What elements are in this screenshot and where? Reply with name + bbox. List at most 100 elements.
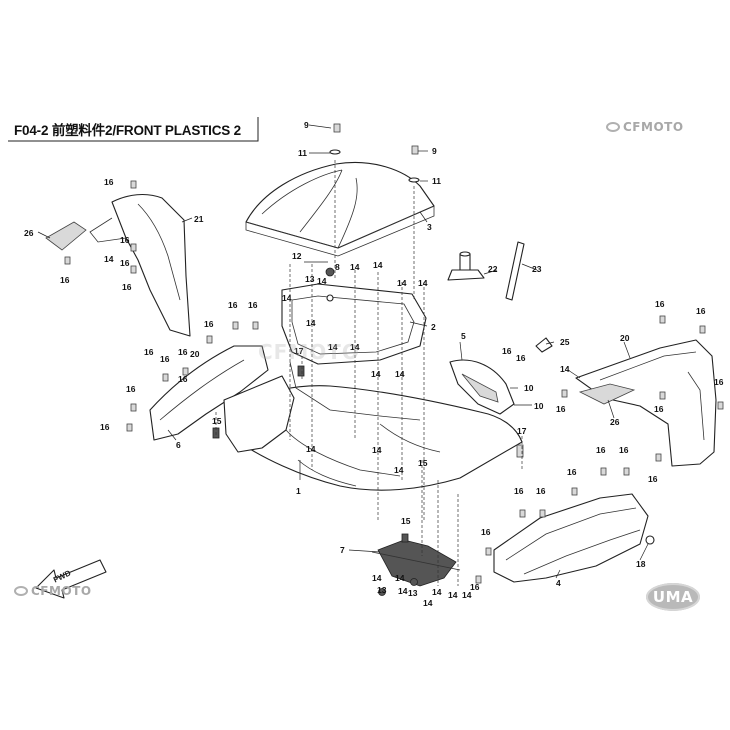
- part-plug-22: [447, 251, 485, 281]
- callout-16: 16: [248, 300, 258, 310]
- fasteners: [64, 123, 724, 596]
- part-right-fender-5: [493, 493, 649, 583]
- callout-11: 11: [432, 176, 441, 186]
- callout-13: 14: [372, 445, 382, 455]
- brand-logo-bottom: CFMOTO: [14, 584, 92, 598]
- callout-9: 9: [432, 146, 437, 156]
- callout-16: 16: [481, 527, 491, 537]
- brand-logo-bottom-text: CFMOTO: [31, 584, 92, 598]
- callout-14: 15: [401, 516, 411, 526]
- callout-24: 25: [560, 337, 570, 347]
- callout-11: 11: [298, 148, 307, 158]
- callout-18: 17: [294, 346, 304, 356]
- callout-13: 14: [394, 465, 404, 475]
- callout-12: 12: [292, 251, 302, 261]
- callout-16: 16: [567, 467, 577, 477]
- callout-13: 14: [397, 278, 407, 288]
- part-clip-24: [535, 337, 553, 353]
- cfmoto-logo-icon: [606, 122, 620, 132]
- callout-20: 20: [190, 349, 200, 359]
- callout-21: 21: [194, 214, 204, 224]
- callout-13: 14: [432, 587, 442, 597]
- callout-13: 14: [306, 318, 316, 328]
- callout-15: 13: [408, 588, 418, 598]
- brand-logo-top: CFMOTO: [606, 120, 684, 134]
- callout-20: 20: [620, 333, 630, 343]
- callout-1: 1: [296, 486, 301, 496]
- callout-16: 16: [514, 486, 524, 496]
- callout-16: 16: [648, 474, 658, 484]
- callout-16: 16: [536, 486, 546, 496]
- callout-16: 16: [714, 377, 724, 387]
- callout-13: 14: [350, 262, 360, 272]
- callout-16: 16: [204, 319, 214, 329]
- callout-22: 22: [488, 264, 498, 274]
- callout-16: 16: [100, 422, 110, 432]
- callout-13: 14: [423, 598, 433, 608]
- callout-5: 4: [556, 578, 561, 588]
- callout-13: 14: [395, 369, 405, 379]
- callout-16: 16: [696, 306, 706, 316]
- callout-16: 16: [122, 282, 132, 292]
- callout-18: 17: [517, 426, 527, 436]
- callout-13: 14: [462, 590, 472, 600]
- cfmoto-logo-icon: [14, 586, 28, 596]
- callout-23: 23: [532, 264, 542, 274]
- brand-logo-top-text: CFMOTO: [623, 120, 684, 134]
- callout-14: 15: [212, 416, 222, 426]
- callout-13: 14: [372, 573, 382, 583]
- callout-19: 18: [636, 559, 646, 569]
- center-watermark: CFMOTO: [258, 340, 360, 364]
- callout-13: 14: [282, 293, 292, 303]
- assembly-lines: [215, 160, 523, 586]
- callout-8: 8: [335, 262, 340, 272]
- callout-16: 16: [160, 354, 170, 364]
- part-left-side-cover-21: [45, 193, 191, 337]
- callout-25: 26: [610, 417, 620, 427]
- callout-leaders: [37, 124, 649, 579]
- callout-16: 16: [120, 258, 130, 268]
- part-right-side-cover-20: [575, 339, 717, 467]
- callout-13: 14: [371, 369, 381, 379]
- page-title: F04-2 前塑料件2/FRONT PLASTICS 2: [14, 123, 241, 138]
- callout-13: 14: [560, 364, 570, 374]
- callout-13: 14: [395, 573, 405, 583]
- callout-7: 7: [340, 545, 345, 555]
- callout-16: 16: [60, 275, 70, 285]
- fwd-arrow-icon: [35, 559, 107, 599]
- callout-16: 16: [144, 347, 154, 357]
- callout-26: 26: [24, 228, 34, 238]
- callout-10: 10: [524, 383, 534, 393]
- part-left-fender-6: [149, 345, 295, 453]
- callout-17: 16: [516, 353, 526, 363]
- callout-16: 16: [470, 582, 480, 592]
- callout-2: 2: [431, 322, 436, 332]
- callout-4: 5: [461, 331, 466, 341]
- callout-3: 3: [427, 222, 432, 232]
- callout-6: 6: [176, 440, 181, 450]
- callout-16: 16: [120, 235, 130, 245]
- callout-16: 16: [596, 445, 606, 455]
- callout-16: 16: [556, 404, 566, 414]
- callout-labels: 9 9 11 11 3 2 12 8 13 14 14 14 14 14 14 …: [24, 120, 724, 608]
- callout-10: 10: [534, 401, 544, 411]
- callout-13: 14: [328, 342, 338, 352]
- callout-13: 14: [418, 278, 428, 288]
- callout-16: 16: [228, 300, 238, 310]
- callout-16: 16: [126, 384, 136, 394]
- callout-15: 13: [305, 274, 315, 284]
- callout-13: 14: [398, 586, 408, 596]
- callout-16: 16: [655, 299, 665, 309]
- callout-16: 16: [654, 404, 664, 414]
- callout-15: 13: [377, 585, 387, 595]
- part-bracket-4: [449, 359, 515, 415]
- part-front-cover-3: [245, 161, 435, 257]
- callout-13: 14: [448, 590, 458, 600]
- callout-13: 14: [317, 276, 327, 286]
- callout-16: 16: [104, 177, 114, 187]
- callout-16: 16: [178, 347, 188, 357]
- callout-13: 14: [373, 260, 383, 270]
- part-tube-23: [505, 241, 525, 301]
